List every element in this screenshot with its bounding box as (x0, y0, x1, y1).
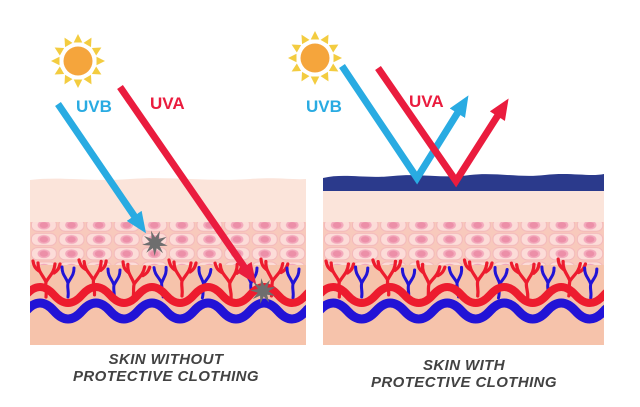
skin-cross-section (319, 178, 612, 345)
panel-with-clothing: UVB UVA SKIN WITH PROTECTIVE CLOTHING (288, 31, 612, 391)
uvb-label: UVB (306, 97, 342, 116)
uva-reflected-arrow (375, 66, 509, 188)
uva-ray-arrow (117, 85, 257, 285)
uvb-ray-arrow (55, 102, 147, 234)
panel-without-clothing: UVB UVA SKIN WITHOUT PROTECTIVE CLOTHING (26, 34, 314, 385)
uvb-reflected-arrow (339, 64, 469, 185)
sun-icon (51, 34, 105, 88)
skin-cross-section (26, 178, 314, 345)
uva-label: UVA (150, 94, 185, 113)
uvb-label: UVB (76, 97, 112, 116)
panel-caption-line2: PROTECTIVE CLOTHING (73, 368, 259, 385)
panel-caption-line2: PROTECTIVE CLOTHING (371, 374, 557, 391)
panel-caption-line1: SKIN WITHOUT (109, 351, 225, 368)
uva-label: UVA (409, 92, 444, 111)
protective-clothing-layer (323, 174, 604, 191)
panel-caption-line1: SKIN WITH (423, 357, 506, 374)
sun-icon (288, 31, 342, 85)
